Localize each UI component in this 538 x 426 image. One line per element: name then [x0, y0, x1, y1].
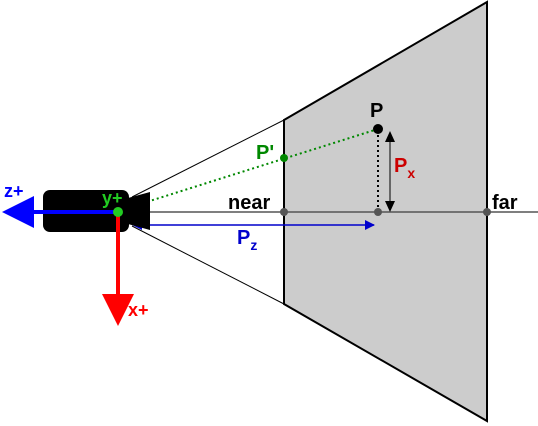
- point-p-proj-label: P': [256, 142, 274, 164]
- z-axis-label: z+: [4, 181, 24, 201]
- px-arrow-bottom-head: [385, 201, 395, 212]
- camera-origin-dot: [113, 207, 123, 217]
- far-label: far: [492, 192, 518, 214]
- y-axis-label: y+: [102, 188, 123, 208]
- point-p: [373, 124, 383, 134]
- near-label: near: [228, 192, 270, 214]
- camera-lens: [128, 192, 150, 230]
- px-arrow-top-head: [385, 131, 395, 142]
- px-label: Px: [394, 155, 415, 181]
- view-cone-top-line: [131, 119, 285, 198]
- pz-axis-dot: [374, 208, 382, 216]
- near-axis-dot: [280, 208, 288, 216]
- far-axis-dot: [483, 208, 491, 216]
- view-cone-bottom-line: [131, 225, 285, 305]
- x-axis-label: x+: [128, 300, 149, 320]
- point-p-label: P: [370, 100, 383, 122]
- projection-ray: [117, 128, 379, 212]
- point-p-proj: [280, 154, 288, 162]
- pz-label: Pz: [237, 227, 257, 253]
